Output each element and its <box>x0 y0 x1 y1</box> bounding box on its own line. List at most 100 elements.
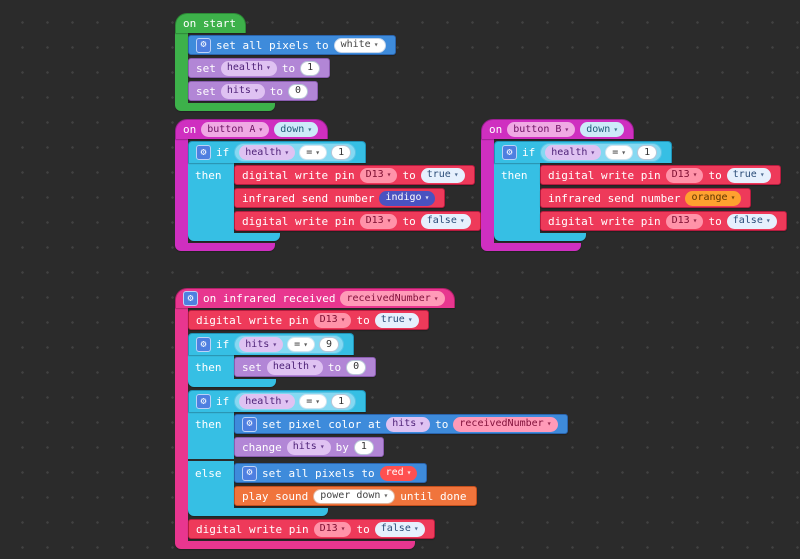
digital-write-pin-block[interactable]: digital write pin D13 to false <box>540 211 787 231</box>
then-label: then <box>188 355 234 379</box>
color-number-dropdown[interactable]: orange <box>685 190 742 206</box>
variable-dropdown[interactable]: health <box>266 359 323 375</box>
gear-icon[interactable]: ⚙ <box>196 145 211 160</box>
digital-write-pin-block[interactable]: digital write pin D13 to false <box>234 211 481 231</box>
infrared-send-block[interactable]: infrared send number orange <box>540 188 752 208</box>
change-variable-block[interactable]: change hits by 1 <box>234 437 384 457</box>
number-input[interactable]: 0 <box>346 359 367 375</box>
on-infrared-foot <box>175 541 415 549</box>
operator-dropdown[interactable]: = <box>287 337 316 352</box>
digital-write-label: digital write pin <box>242 168 355 182</box>
gear-icon[interactable]: ⚙ <box>183 291 198 306</box>
on-infrared-received-header[interactable]: ⚙ on infrared received receivedNumber <box>175 288 455 308</box>
gear-icon[interactable]: ⚙ <box>196 394 211 409</box>
then-label: then <box>494 163 540 233</box>
number-input[interactable]: 1 <box>353 439 374 455</box>
set-variable-block[interactable]: set health to 1 <box>188 58 331 78</box>
pin-dropdown[interactable]: D13 <box>665 167 704 183</box>
set-pixel-color-block[interactable]: ⚙ set pixel color at hits to receivedNum… <box>234 414 568 434</box>
gear-icon[interactable]: ⚙ <box>242 416 257 432</box>
digital-write-pin-block[interactable]: digital write pin D13 to true <box>540 165 781 185</box>
boolean-dropdown[interactable]: true <box>374 312 419 328</box>
if-block[interactable]: ⚙ if health = 1 then digital write pin <box>494 141 787 241</box>
button-dropdown[interactable]: button B <box>507 122 576 137</box>
set-all-pixels-block[interactable]: ⚙ set all pixels to white <box>188 35 396 55</box>
if-header[interactable]: ⚙ if health = 1 <box>494 141 673 163</box>
variable-dropdown[interactable]: health <box>239 394 296 409</box>
boolean-dropdown[interactable]: false <box>420 213 471 229</box>
on-infrared-received-block[interactable]: ⚙ on infrared received receivedNumber di… <box>175 288 568 549</box>
on-button-b-block[interactable]: on button B down ⚙ if health = 1 <box>481 119 787 251</box>
if-block-hits[interactable]: ⚙ if hits = 9 then set hea <box>188 333 377 387</box>
variable-dropdown[interactable]: hits <box>286 439 331 455</box>
if-header[interactable]: ⚙ if hits = 9 <box>188 333 355 355</box>
play-sound-block[interactable]: play sound power down until done <box>234 486 477 506</box>
button-dropdown[interactable]: button A <box>201 122 270 137</box>
if-else-block-health[interactable]: ⚙ if health = 1 then ⚙ set <box>188 390 568 516</box>
color-dropdown[interactable]: red <box>379 465 418 481</box>
set-variable-block[interactable]: set health to 0 <box>234 357 377 377</box>
number-input[interactable]: 9 <box>319 337 340 352</box>
boolean-dropdown[interactable]: true <box>726 167 771 183</box>
variable-dropdown[interactable]: hits <box>239 337 284 352</box>
variable-dropdown[interactable]: hits <box>220 83 265 99</box>
pin-dropdown[interactable]: D13 <box>313 521 352 537</box>
pin-dropdown[interactable]: D13 <box>359 213 398 229</box>
color-dropdown[interactable]: white <box>333 37 386 53</box>
gear-icon[interactable]: ⚙ <box>196 337 211 352</box>
if-header[interactable]: ⚙ if health = 1 <box>188 141 367 163</box>
operator-dropdown[interactable]: = <box>605 145 634 160</box>
gear-icon[interactable]: ⚙ <box>242 465 257 481</box>
number-input[interactable]: 0 <box>288 83 309 99</box>
on-button-a-block[interactable]: on button A down ⚙ if health = 1 <box>175 119 481 251</box>
number-input[interactable]: 1 <box>637 145 658 160</box>
comparison-expression[interactable]: health = 1 <box>540 143 663 162</box>
pin-dropdown[interactable]: D13 <box>359 167 398 183</box>
infrared-send-block[interactable]: infrared send number indigo <box>234 188 446 208</box>
on-button-b-header[interactable]: on button B down <box>481 119 635 139</box>
if-header[interactable]: ⚙ if health = 1 <box>188 390 367 412</box>
comparison-expression[interactable]: health = 1 <box>234 143 357 162</box>
pin-dropdown[interactable]: D13 <box>313 312 352 328</box>
number-input[interactable]: 1 <box>331 394 352 409</box>
boolean-dropdown[interactable]: false <box>726 213 777 229</box>
then-label: then <box>188 412 234 459</box>
to-label: to <box>708 168 722 182</box>
comparison-expression[interactable]: health = 1 <box>234 392 357 411</box>
event-dropdown[interactable]: down <box>580 122 625 137</box>
variable-dropdown[interactable]: health <box>239 145 296 160</box>
set-all-pixels-label: set all pixels to <box>216 38 329 52</box>
comparison-expression[interactable]: hits = 9 <box>234 335 345 354</box>
variable-dropdown[interactable]: health <box>220 60 277 76</box>
set-variable-block[interactable]: set hits to 0 <box>188 81 319 101</box>
color-number-dropdown[interactable]: indigo <box>379 190 436 206</box>
digital-write-label: digital write pin <box>196 313 309 327</box>
sound-dropdown[interactable]: power down <box>313 488 396 504</box>
gear-icon[interactable]: ⚙ <box>196 37 211 53</box>
variable-dropdown[interactable]: health <box>545 145 602 160</box>
event-dropdown[interactable]: down <box>274 122 319 137</box>
received-number-variable[interactable]: receivedNumber <box>340 291 445 306</box>
boolean-dropdown[interactable]: false <box>374 521 425 537</box>
variable-dropdown[interactable]: hits <box>386 416 431 432</box>
on-button-b-spine <box>481 139 494 243</box>
on-button-a-header[interactable]: on button A down <box>175 119 329 139</box>
number-input[interactable]: 1 <box>331 145 352 160</box>
on-start-header[interactable]: on start <box>175 13 246 33</box>
gear-icon[interactable]: ⚙ <box>502 145 517 160</box>
boolean-dropdown[interactable]: true <box>420 167 465 183</box>
digital-write-pin-block[interactable]: digital write pin D13 to true <box>188 310 429 330</box>
digital-write-pin-block[interactable]: digital write pin D13 to true <box>234 165 475 185</box>
on-start-block[interactable]: on start ⚙ set all pixels to white set h… <box>175 13 396 111</box>
number-input[interactable]: 1 <box>300 60 321 76</box>
if-block[interactable]: ⚙ if health = 1 then digital write pin <box>188 141 481 241</box>
pin-dropdown[interactable]: D13 <box>665 213 704 229</box>
received-number-variable[interactable]: receivedNumber <box>453 416 558 432</box>
set-all-pixels-block[interactable]: ⚙ set all pixels to red <box>234 463 428 483</box>
digital-write-pin-block[interactable]: digital write pin D13 to false <box>188 519 435 539</box>
if-foot <box>188 233 280 241</box>
on-infrared-spine <box>175 308 188 541</box>
operator-dropdown[interactable]: = <box>299 145 328 160</box>
operator-dropdown[interactable]: = <box>299 394 328 409</box>
